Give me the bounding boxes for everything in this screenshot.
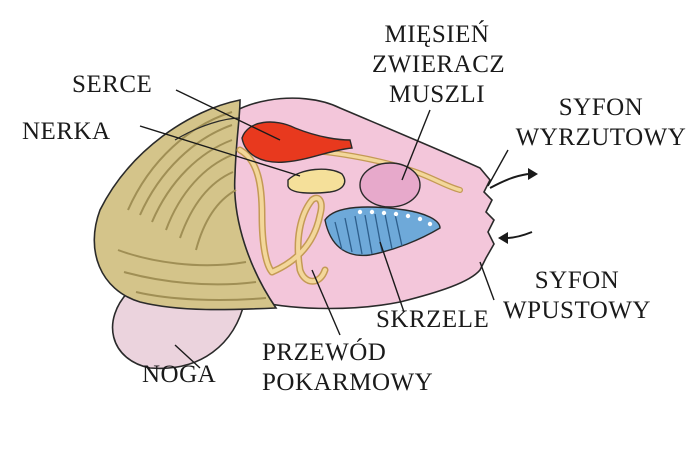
label-przewod-line-1: PRZEWÓD <box>262 339 387 366</box>
exhalant-arrow <box>489 173 529 189</box>
label-miesien-line-3: MUSZLI <box>388 81 486 108</box>
label-przewod-line-2: POKARMOWY <box>262 369 434 396</box>
digestive-tract-inner <box>238 148 327 284</box>
label-syfon-wyrzutowy: SYFON WYRZUTOWY <box>512 93 690 153</box>
exhalant-arrowhead <box>528 168 538 180</box>
leader-serce <box>175 89 281 141</box>
label-skrzele: SKRZELE <box>376 306 490 333</box>
leader-przewod <box>311 269 341 336</box>
leader-lines <box>139 89 509 369</box>
label-syfon-wpustowy-line-2: WPUSTOWY <box>503 297 651 324</box>
gill-dots <box>357 209 433 227</box>
label-syfon-wpustowy: SYFON WPUSTOWY <box>498 266 656 326</box>
adductor-muscle-shape <box>359 162 421 208</box>
inhalant-arrow <box>505 231 533 239</box>
label-noga: NOGA <box>142 361 217 388</box>
leader-noga <box>174 344 201 369</box>
heart-shape <box>241 121 353 163</box>
leader-syfon-wyrzutowy <box>487 149 509 187</box>
label-syfon-wyrzutowy-line-2: WYRZUTOWY <box>515 124 687 151</box>
label-serce: SERCE <box>72 71 153 98</box>
shell-ridges <box>117 111 267 301</box>
label-miesien-zwieracz-muszli: MIĘSIEŃ ZWIERACZ MUSZLI <box>372 20 506 110</box>
label-miesien-line-2: ZWIERACZ <box>372 51 506 78</box>
leader-skrzele <box>379 241 405 313</box>
inhalant-arrowhead <box>498 232 508 244</box>
leader-miesien <box>401 109 431 181</box>
kidney-shape <box>287 168 346 194</box>
leader-syfon-wpustowy <box>479 261 495 301</box>
label-syfon-wyrzutowy-line-1: SYFON <box>558 94 644 121</box>
leader-nerka <box>139 125 301 177</box>
label-miesien-line-1: MIĘSIEŃ <box>384 21 490 48</box>
label-nerka: NERKA <box>22 118 111 145</box>
label-syfon-wpustowy-line-1: SYFON <box>534 267 620 294</box>
gill-shape <box>324 206 441 257</box>
label-przewod-pokarmowy: PRZEWÓD POKARMOWY <box>262 338 433 398</box>
